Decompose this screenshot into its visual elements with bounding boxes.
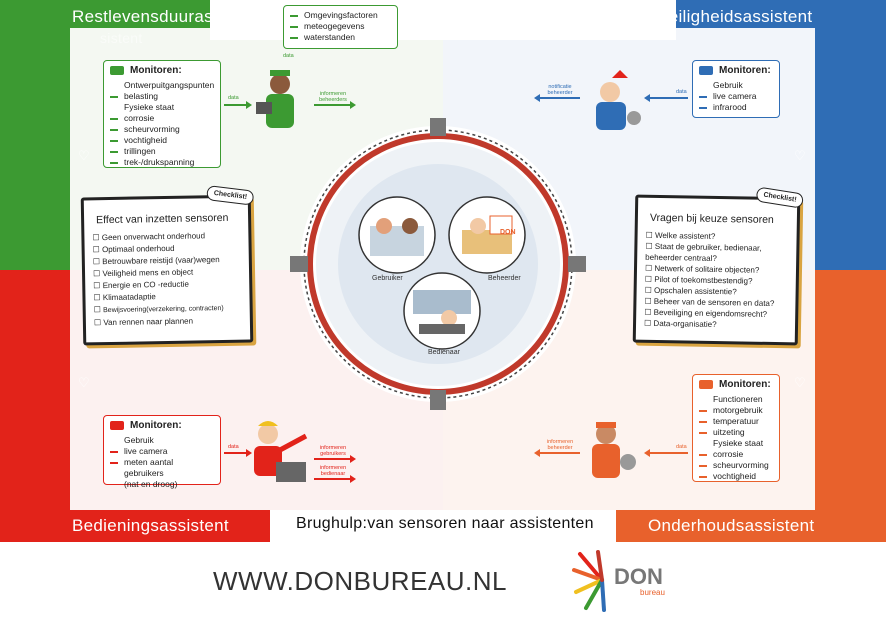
label-don-badge: DON bbox=[500, 229, 516, 236]
don-bureau-logo-icon bbox=[572, 550, 606, 612]
title-onderhoudsassistent: Onderhoudsassistent bbox=[648, 516, 815, 535]
mechanic-with-tool-illustration bbox=[592, 422, 636, 478]
monitor-icon bbox=[699, 380, 713, 389]
arrow-label: data bbox=[228, 444, 239, 450]
monitor-item: trek-/drukspanning bbox=[124, 157, 195, 167]
env-item: meteogegevens bbox=[304, 21, 365, 31]
title-restlevensduurassistent: Restlevensduurassistent bbox=[72, 7, 265, 26]
heart-icon: ♡ bbox=[794, 148, 806, 163]
manager-scene-circle bbox=[448, 196, 526, 274]
monitor-item: Ontwerpuitgangspunten bbox=[124, 80, 215, 90]
checklist-title: Vragen bij keuze sensoren bbox=[649, 211, 774, 226]
arrow-label: data bbox=[676, 444, 687, 450]
arrow-data-tr bbox=[644, 94, 688, 102]
operator-scene-circle bbox=[403, 272, 481, 350]
arrow-data-tl bbox=[224, 101, 252, 109]
monitor-item: Gebruik bbox=[124, 435, 154, 445]
monitor-item: temperatuur bbox=[713, 416, 759, 426]
arrow-label: data bbox=[228, 95, 239, 101]
arrow-notify-tr bbox=[534, 94, 580, 102]
logo-word: DON bbox=[614, 564, 663, 589]
label-beheerder: Beheerder bbox=[488, 275, 521, 282]
monitor-item: belasting bbox=[124, 91, 159, 101]
monitor-item: vochtigheid bbox=[124, 135, 168, 145]
heart-icon: ♡ bbox=[78, 148, 90, 163]
checklist-right: Checklist! Vragen bij keuze sensoren Wel… bbox=[632, 186, 805, 346]
arrow-label: data bbox=[676, 89, 687, 95]
monitor-item: live camera bbox=[124, 446, 168, 456]
monitor-item: infrarood bbox=[713, 102, 747, 112]
monitor-icon bbox=[110, 66, 124, 75]
monitor-panel-top-right: Monitoren: Gebruik live camera infrarood bbox=[692, 60, 780, 118]
checklist-item: Staat de gebruiker, bedienaar, beheerder… bbox=[645, 241, 788, 265]
monitor-panel-bottom-right: Monitoren: Functioneren motorgebruik tem… bbox=[692, 374, 780, 482]
monitor-item: Fysieke staat bbox=[713, 438, 764, 448]
arrow-label: informeren gebruikers bbox=[319, 445, 347, 457]
user-scene-circle bbox=[358, 196, 436, 274]
monitor-item: Functioneren bbox=[713, 394, 763, 404]
environment-factors-box: Omgevingsfactoren meteogegevens watersta… bbox=[283, 5, 398, 49]
title-veiligheidsassistent: Veiligheidsassistent bbox=[658, 7, 813, 26]
monitor-item: (nat en droog) bbox=[124, 479, 178, 489]
monitor-header: Monitoren: bbox=[130, 420, 182, 431]
env-data-label: data bbox=[283, 53, 294, 59]
checklist-left: Checklist! Effect van inzetten sensoren … bbox=[80, 185, 255, 346]
monitor-item: uitzeting bbox=[713, 427, 745, 437]
monitor-header: Monitoren: bbox=[719, 65, 771, 76]
monitor-item: meten aantal gebruikers bbox=[124, 457, 174, 478]
monitor-item: scheurvorming bbox=[124, 124, 180, 134]
bridge-circle-illustration bbox=[290, 118, 586, 410]
checklist-title: Effect van inzetten sensoren bbox=[96, 211, 229, 227]
arrow-inform-operator bbox=[314, 475, 356, 483]
arrow-label: informeren beheerders bbox=[319, 91, 347, 103]
monitor-item: vochtigheid bbox=[713, 471, 757, 481]
woman-with-tablet-illustration bbox=[256, 70, 294, 128]
monitor-panel-bottom-left: Monitoren: Gebruik live camera meten aan… bbox=[103, 415, 221, 489]
monitor-item: corrosie bbox=[713, 449, 744, 459]
monitor-item: Gebruik bbox=[713, 80, 743, 90]
env-item: Omgevingsfactoren bbox=[304, 10, 378, 20]
logo-sub: bureau bbox=[640, 588, 665, 597]
title-center: Brughulp:van sensoren naar assistenten bbox=[296, 515, 594, 532]
footer-url[interactable]: WWW.DONBUREAU.NL bbox=[213, 566, 507, 596]
monitor-header: Monitoren: bbox=[719, 379, 771, 390]
env-item: waterstanden bbox=[304, 32, 356, 42]
arrow-label: informeren bedienaar bbox=[319, 465, 347, 477]
operator-pointing-illustration bbox=[254, 421, 308, 482]
monitor-item: live camera bbox=[713, 91, 757, 101]
monitor-icon bbox=[699, 66, 713, 75]
white-center-top bbox=[210, 0, 676, 40]
monitor-item: corrosie bbox=[124, 113, 155, 123]
title-ghost-text: sistent bbox=[100, 30, 143, 46]
arrow-label: informeren beheerder bbox=[546, 439, 574, 451]
arrow-data-br bbox=[644, 449, 688, 457]
label-bedienaar: Bedienaar bbox=[428, 349, 460, 356]
heart-icon: ♡ bbox=[794, 375, 806, 390]
monitor-item: scheurvorming bbox=[713, 460, 769, 470]
guard-with-siren-illustration bbox=[596, 70, 641, 130]
white-center-bottom bbox=[270, 510, 616, 542]
heart-icon: ♡ bbox=[78, 375, 90, 390]
monitor-item: trillingen bbox=[124, 146, 156, 156]
monitor-item: Fysieke staat bbox=[124, 102, 175, 112]
title-bedieningsassistent: Bedieningsassistent bbox=[72, 516, 229, 535]
checklist-item: Van rennen naar plannen bbox=[94, 315, 242, 330]
monitor-item: motorgebruik bbox=[713, 405, 763, 415]
label-gebruiker: Gebruiker bbox=[372, 275, 403, 282]
checklist-item: Bewijsvoering(verzekering, contracten) bbox=[94, 302, 242, 318]
arrow-inform-br bbox=[534, 449, 580, 457]
arrow-label: notificatie beheerder bbox=[547, 84, 573, 96]
arrow-inform-tl bbox=[314, 101, 356, 109]
arrow-inform-users bbox=[314, 455, 356, 463]
monitor-panel-top-left: Monitoren: Ontwerpuitgangspunten belasti… bbox=[103, 60, 221, 168]
monitor-icon bbox=[110, 421, 124, 430]
arrow-data-bl bbox=[224, 449, 252, 457]
monitor-header: Monitoren: bbox=[130, 65, 182, 76]
